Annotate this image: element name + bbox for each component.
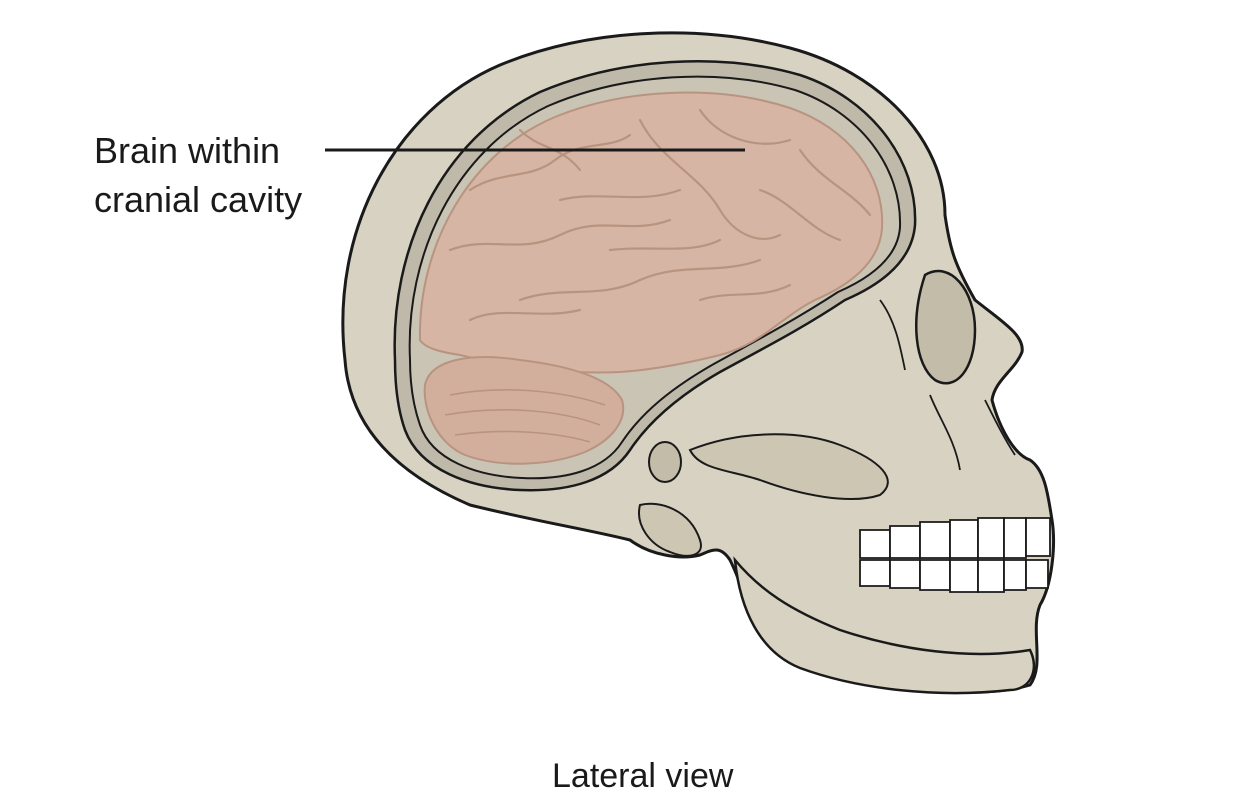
brain-label-line-1: Brain within — [94, 130, 281, 171]
view-caption: Lateral view — [552, 757, 734, 795]
lower-teeth — [859, 559, 1049, 593]
ear-canal — [648, 441, 682, 483]
orbit — [915, 269, 977, 385]
mastoid-process — [638, 502, 702, 557]
upper-teeth — [859, 517, 1051, 559]
brain-label-line-2: cranial cavity — [94, 179, 303, 220]
zygomatic-arch — [688, 433, 889, 500]
facial-sutures — [879, 299, 1016, 471]
brain-sulci — [448, 108, 872, 322]
cerebellum-folia — [444, 389, 606, 443]
mandible — [733, 556, 1036, 695]
